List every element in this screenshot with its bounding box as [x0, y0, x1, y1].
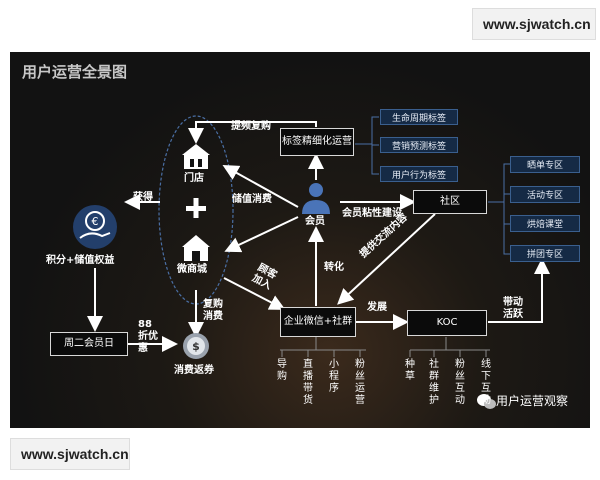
wecom-leaf: 直播带货: [303, 359, 313, 406]
connectors: € $: [73, 115, 550, 409]
watermark-bottom: www.sjwatch.cn: [10, 438, 130, 470]
arrow-community-wecom: [337, 213, 436, 305]
edge-stored-consume: 储值消费: [232, 194, 272, 205]
koc-box: KOC: [407, 310, 487, 336]
arrow-mall-wecom: [223, 277, 286, 310]
arrow-koc-zones: [488, 258, 550, 323]
tag-behavior: 用户行为标签: [380, 166, 458, 182]
edge-obtain: 获得: [133, 192, 153, 203]
label-member: 会员: [305, 216, 325, 227]
watermark-top: www.sjwatch.cn: [472, 8, 596, 40]
community-box: 社区: [413, 190, 487, 214]
wecom-leaf: 导购: [277, 359, 287, 382]
zone-share: 晒单专区: [510, 156, 580, 173]
diagram-panel: € $ 用户运营全景图 门店 微商城 会员 标签精细化运营 社区 企业微信+社群…: [10, 52, 590, 428]
edge-rebuy-consume: 复购消费: [203, 299, 223, 322]
koc-leaf: 种草: [405, 359, 415, 382]
zone-groupbuy: 拼团专区: [510, 245, 580, 262]
koc-leaf: 线下互动: [481, 359, 491, 406]
svg-text:€: €: [92, 215, 99, 228]
tag-lifecycle: 生命周期标签: [380, 109, 458, 125]
edge-stickiness: 会员粘性建设: [342, 208, 402, 219]
zone-activity: 活动专区: [510, 186, 580, 203]
koc-leaf: 粉丝互动: [455, 359, 465, 406]
edge-discount: 88折优惠: [138, 319, 158, 354]
edge-develop: 发展: [367, 302, 387, 313]
edge-drive-active: 带动活跃: [503, 297, 523, 320]
edge-convert: 转化: [324, 262, 344, 273]
member-icon: [302, 183, 330, 214]
brand-label: 用户运营观察: [496, 394, 569, 408]
coupon-icon: $: [183, 333, 209, 359]
arrow-tag-store: [188, 121, 317, 144]
koc-leaf: 社群维护: [429, 359, 439, 406]
label-rights: 积分+储值权益: [46, 255, 115, 266]
tag-prediction: 营销预测标签: [380, 137, 458, 153]
tag-refine-box: 标签精细化运营: [280, 128, 354, 156]
wecom-leaf: 粉丝运营: [355, 359, 365, 406]
zone-bracket: [503, 163, 510, 255]
wechat-icon: [477, 394, 496, 409]
mall-icon: [182, 235, 210, 261]
zone-baking: 烘焙课堂: [510, 215, 580, 232]
diagram-title: 用户运营全景图: [22, 63, 128, 81]
label-store: 门店: [184, 173, 204, 184]
arrow-member-mall: [224, 216, 299, 253]
wecom-box: 企业微信+社群: [280, 307, 356, 337]
label-coupon: 消费返券: [174, 365, 214, 376]
plus-icon: [186, 198, 206, 218]
store-icon: [182, 144, 210, 169]
arrow-member-store: [222, 165, 299, 208]
svg-text:$: $: [192, 340, 200, 353]
rights-icon: €: [73, 205, 117, 249]
wecom-leaf: 小程序: [329, 359, 339, 394]
label-mall: 微商城: [177, 264, 207, 275]
edge-raise-rebuy: 提频复购: [231, 121, 271, 132]
member-day-box: 周二会员日: [50, 332, 128, 356]
